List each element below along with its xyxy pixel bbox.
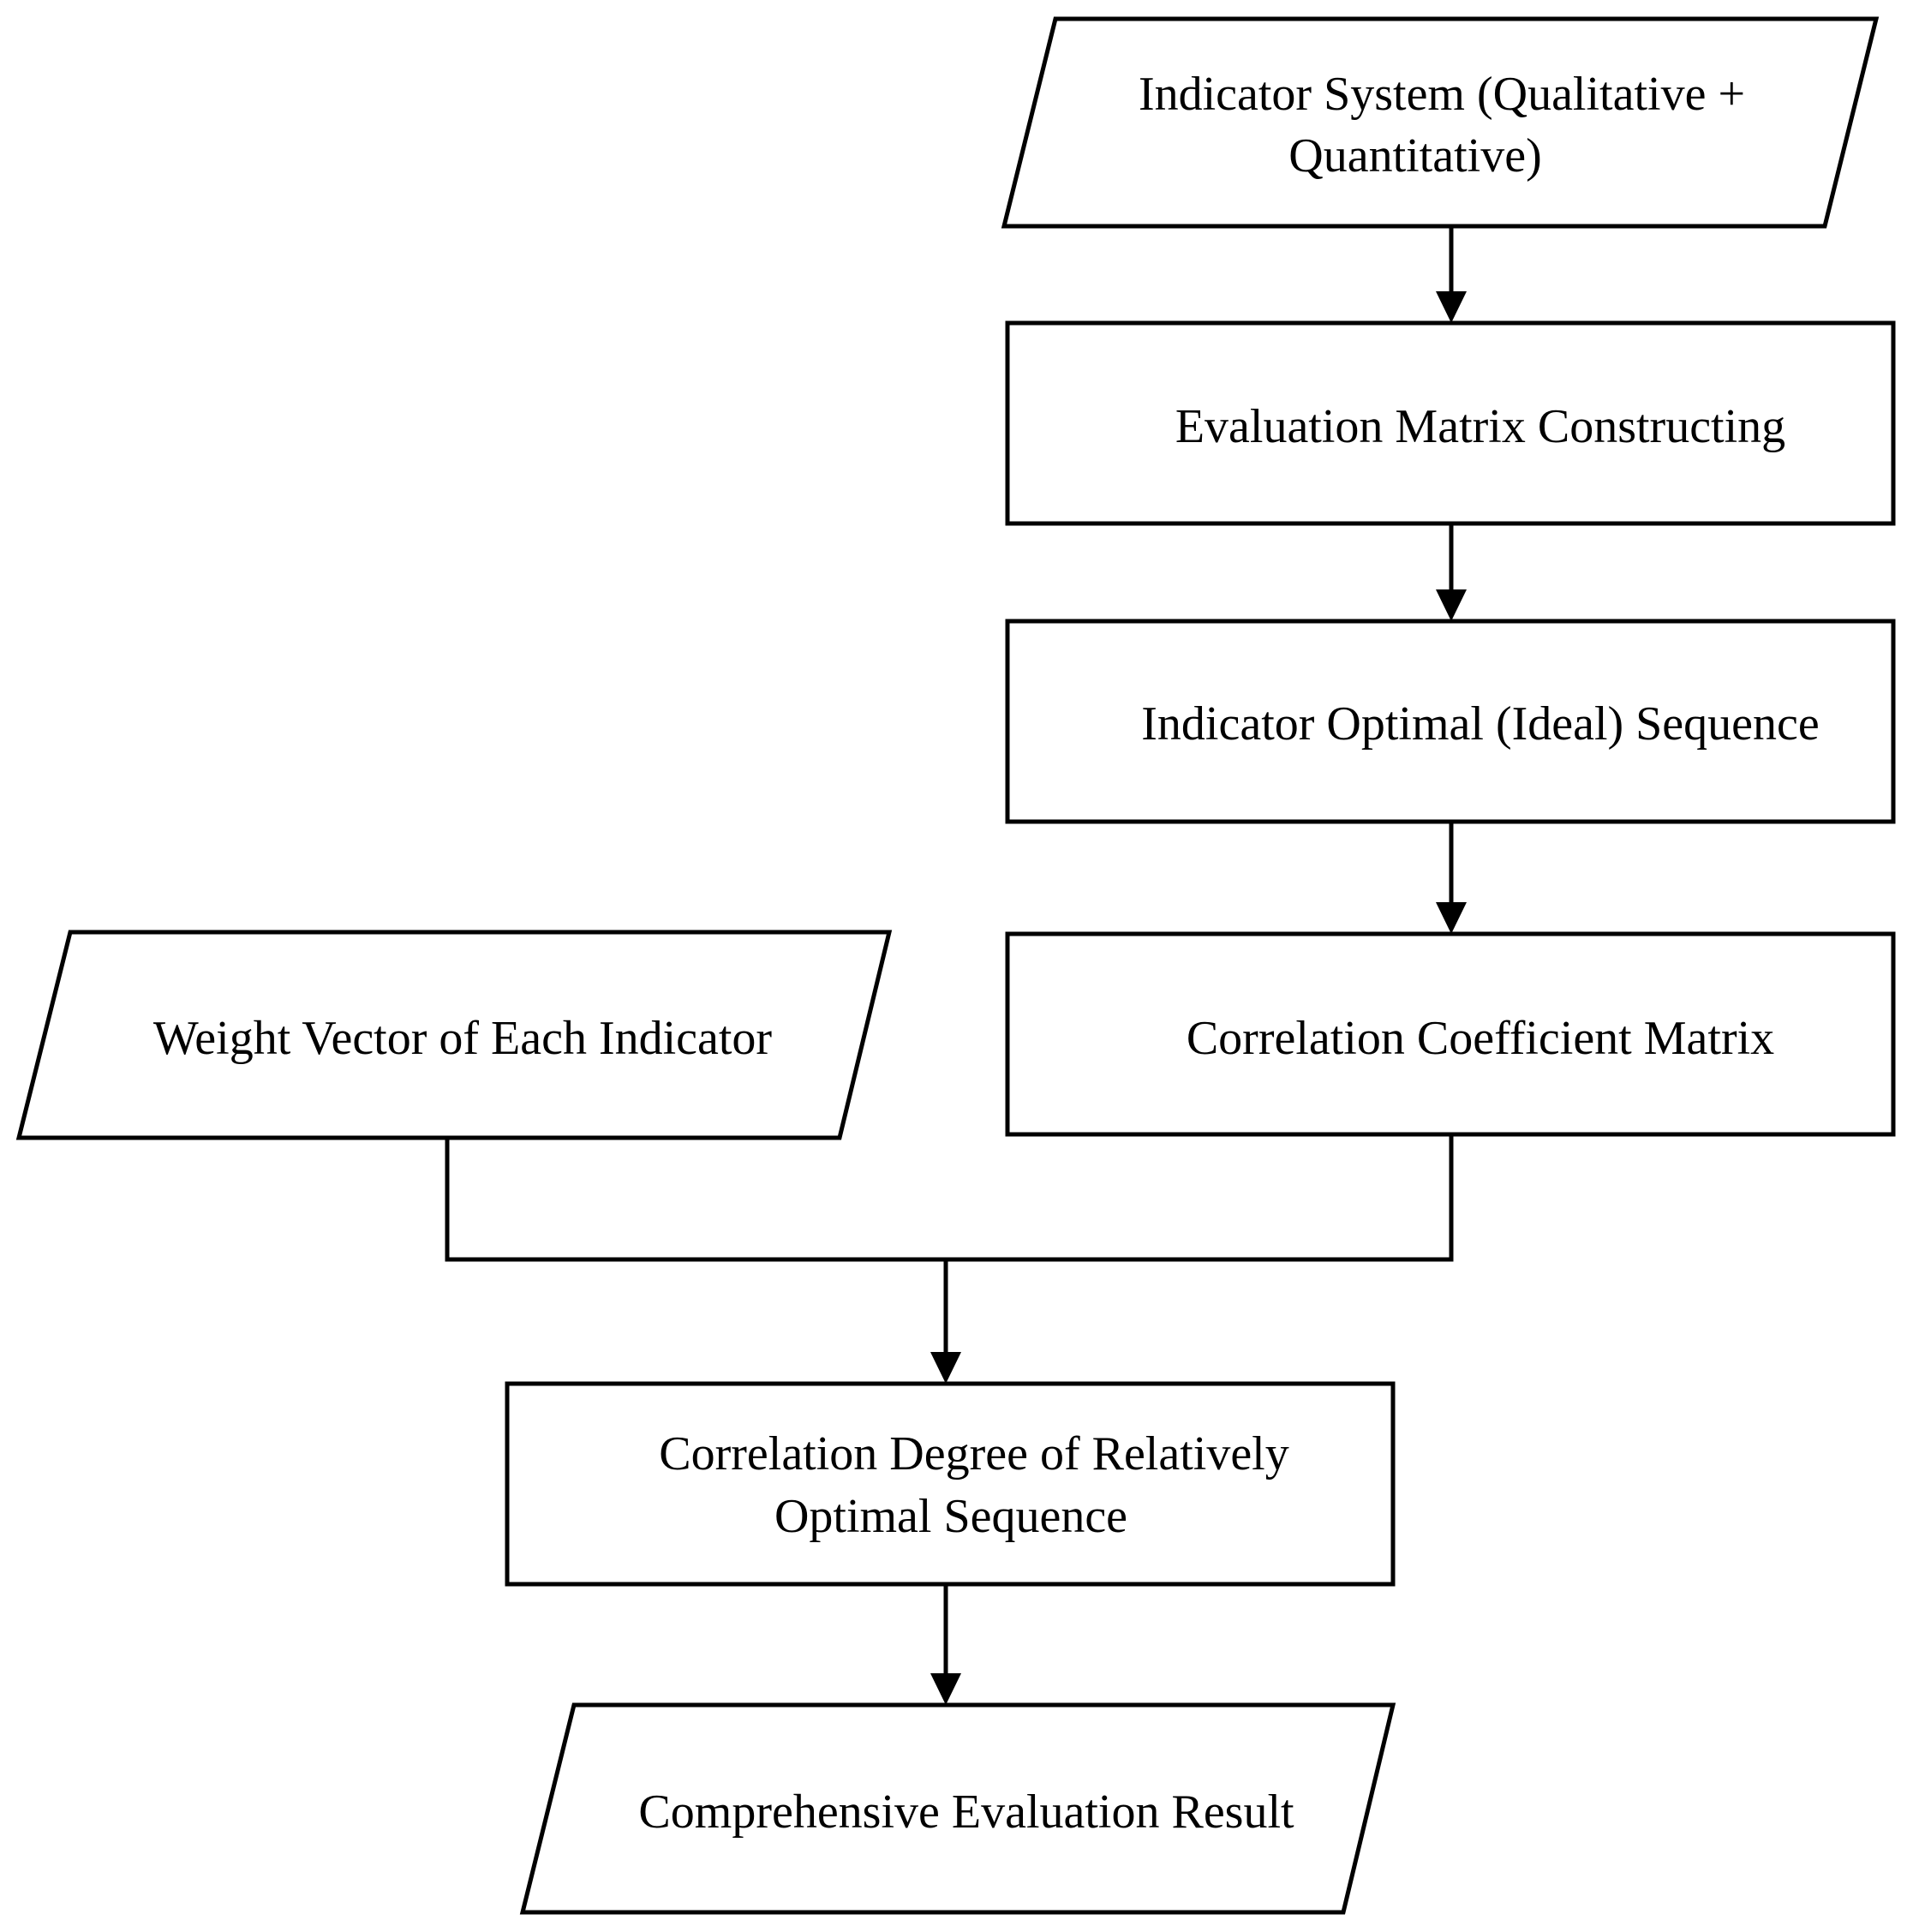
indicator-system-label: Indicator System (Qualitative + Quantita… (1139, 68, 1757, 182)
evaluation-result-node: Comprehensive Evaluation Result (519, 1702, 1396, 1915)
correlation-degree-line-1: Correlation Degree of Relatively (659, 1427, 1289, 1480)
indicator-system-shape (1001, 16, 1880, 229)
optimal-sequence-label: Indicator Optimal (Ideal) Sequence (1141, 697, 1819, 751)
optimal-sequence-node: Indicator Optimal (Ideal) Sequence (1005, 619, 1896, 824)
edge-correlation-matrix-to-merge (946, 1134, 1454, 1262)
arrowhead-evaluation-result (930, 1673, 961, 1705)
evaluation-result-label: Comprehensive Evaluation Result (638, 1785, 1294, 1839)
weight-vector-node: Weight Vector of Each Indicator (15, 930, 893, 1140)
indicator-system-line-1: Indicator System (Qualitative + (1139, 68, 1745, 121)
indicator-system-node: Indicator System (Qualitative + Quantita… (1001, 16, 1880, 229)
arrowhead-correlation-matrix (1436, 902, 1467, 934)
correlation-degree-line-2: Optimal Sequence (774, 1490, 1127, 1543)
arrowhead-correlation-degree (930, 1352, 961, 1384)
arrowhead-evaluation-matrix (1436, 291, 1467, 323)
evaluation-matrix-label: Evaluation Matrix Constructing (1175, 400, 1785, 453)
arrowhead-optimal-sequence (1436, 589, 1467, 621)
correlation-degree-node: Correlation Degree of Relatively Optimal… (505, 1381, 1396, 1587)
correlation-degree-label: Correlation Degree of Relatively Optimal… (659, 1427, 1301, 1543)
indicator-system-line-2: Quantitative) (1288, 129, 1541, 182)
optimal-sequence-shape (1005, 619, 1896, 824)
weight-vector-shape (15, 930, 893, 1140)
evaluation-matrix-node: Evaluation Matrix Constructing (1005, 320, 1896, 526)
correlation-matrix-node: Correlation Coefficient Matrix (1005, 931, 1896, 1137)
edge-weight-vector-to-merge (445, 1138, 946, 1262)
connectors (445, 226, 1454, 1673)
arrowheads (930, 291, 1467, 1705)
weight-vector-label: Weight Vector of Each Indicator (153, 1012, 773, 1065)
evaluation-result-shape (519, 1702, 1396, 1915)
correlation-degree-shape (505, 1381, 1396, 1587)
correlation-matrix-label: Correlation Coefficient Matrix (1187, 1012, 1774, 1065)
correlation-matrix-shape (1005, 931, 1896, 1137)
